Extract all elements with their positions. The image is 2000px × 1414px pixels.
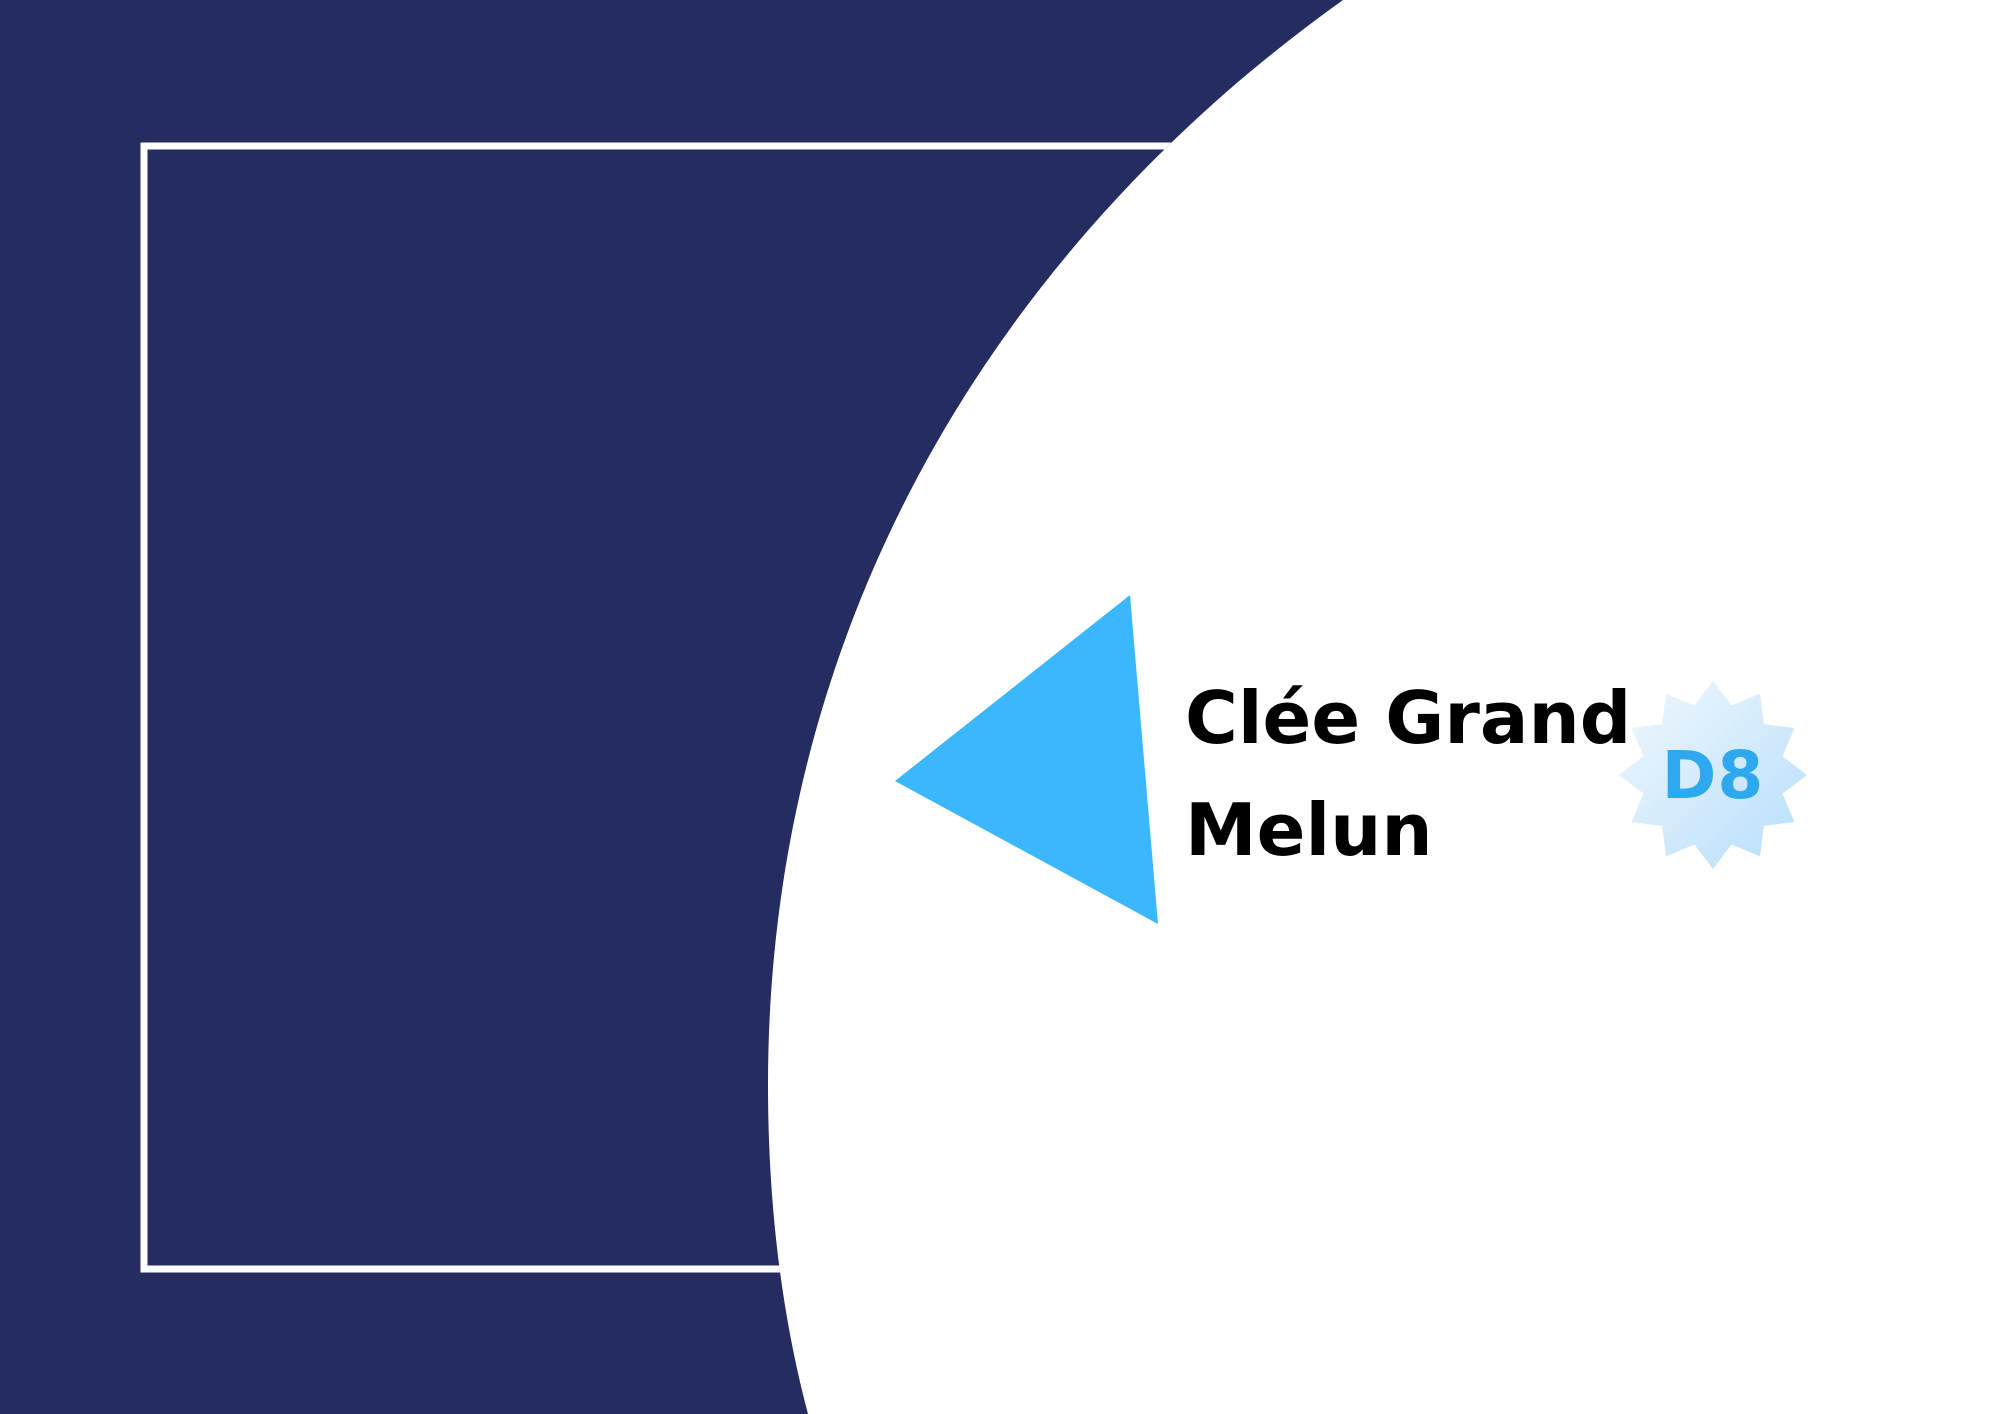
starburst-icon xyxy=(1619,681,1807,869)
blue-triangle-arrow xyxy=(895,595,1158,924)
badge-label: D8 xyxy=(1618,680,1808,870)
title-line-2: Melun xyxy=(1185,788,1433,872)
title-line-1: Clée Grand xyxy=(1185,676,1632,760)
navy-arc-panel xyxy=(0,0,1343,1414)
location-title: Clée Grand Melun xyxy=(1185,662,1631,886)
badge-text: D8 xyxy=(1661,736,1765,814)
